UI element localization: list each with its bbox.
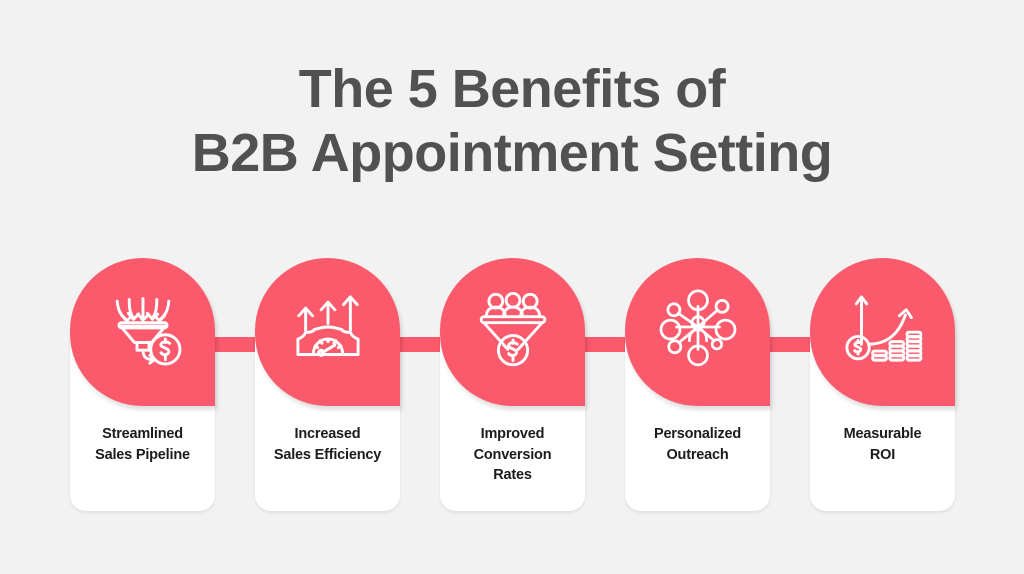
card-icon-blob <box>70 258 215 406</box>
label-line: Rates <box>493 467 532 484</box>
benefit-card-5[interactable]: Measurable ROI <box>810 258 955 514</box>
card-icon-blob <box>255 258 400 406</box>
benefit-label-4: Personalized Outreach <box>631 424 764 465</box>
speedometer-up-arrows-icon <box>285 284 371 370</box>
benefit-card-1[interactable]: Streamlined Sales Pipeline <box>70 258 215 514</box>
benefit-label-1: Streamlined Sales Pipeline <box>76 424 209 465</box>
label-line: Outreach <box>666 446 729 463</box>
label-line: Personalized <box>653 426 742 442</box>
card-icon-blob <box>440 258 585 406</box>
label-line: Increased <box>294 426 361 442</box>
page-title: The 5 Benefits of B2B Appointment Settin… <box>0 58 1024 185</box>
label-line: ROI <box>869 446 896 463</box>
funnel-arrows-dollar-icon <box>100 284 186 370</box>
people-funnel-dollar-icon <box>470 284 556 370</box>
benefit-label-3: Improved Conversion Rates <box>446 424 579 486</box>
label-line: Improved <box>480 426 545 442</box>
label-line: Conversion <box>473 446 552 463</box>
benefit-card-4[interactable]: Personalized Outreach <box>625 258 770 514</box>
benefit-card-3[interactable]: Improved Conversion Rates <box>440 258 585 514</box>
benefit-card-2[interactable]: Increased Sales Efficiency <box>255 258 400 514</box>
benefit-label-2: Increased Sales Efficiency <box>261 424 394 465</box>
network-person-hub-icon <box>655 284 741 370</box>
benefits-card-row: Streamlined Sales Pipeline <box>70 258 955 514</box>
benefit-label-5: Measurable ROI <box>816 424 949 465</box>
coin-stacks-growth-chart-icon <box>840 284 926 370</box>
title-line-1: The 5 Benefits of <box>298 59 726 119</box>
card-icon-blob <box>810 258 955 406</box>
label-line: Streamlined <box>102 426 183 442</box>
label-line: Sales Efficiency <box>273 446 382 463</box>
label-line: Measurable <box>843 426 922 442</box>
title-line-2: B2B Appointment Setting <box>191 122 833 183</box>
label-line: Sales Pipeline <box>95 446 190 463</box>
